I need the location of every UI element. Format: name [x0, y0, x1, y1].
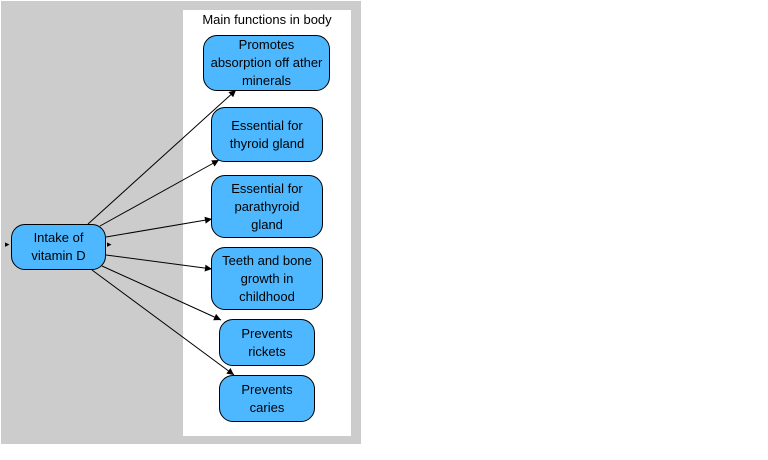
node-parathyroid[interactable]: Essential for parathyroid gland: [211, 175, 323, 238]
node-label: Promotes absorption off ather minerals: [210, 37, 323, 88]
node-label: Intake of vitamin D: [31, 230, 86, 263]
node-promotes-absorption[interactable]: Promotes absorption off ather minerals: [203, 35, 330, 91]
node-label: Essential for parathyroid gland: [231, 180, 303, 232]
node-teeth-bone-growth[interactable]: Teeth and bone growth in childhood: [211, 247, 323, 310]
node-label: Prevents rickets: [241, 325, 293, 359]
node-prevents-rickets[interactable]: Prevents rickets: [219, 319, 315, 366]
node-thyroid[interactable]: Essential for thyroid gland: [211, 107, 323, 162]
node-label: Prevents caries: [241, 381, 293, 415]
output-port-icon: ▸: [107, 239, 112, 249]
node-label: Teeth and bone growth in childhood: [222, 252, 312, 304]
node-label: Essential for thyroid gland: [229, 117, 305, 151]
input-port-icon: ▸: [5, 239, 10, 249]
node-intake-of-vitamin-d[interactable]: Intake of vitamin D: [11, 224, 106, 270]
node-prevents-caries[interactable]: Prevents caries: [219, 375, 315, 422]
panel-title: Main functions in body: [202, 12, 332, 27]
